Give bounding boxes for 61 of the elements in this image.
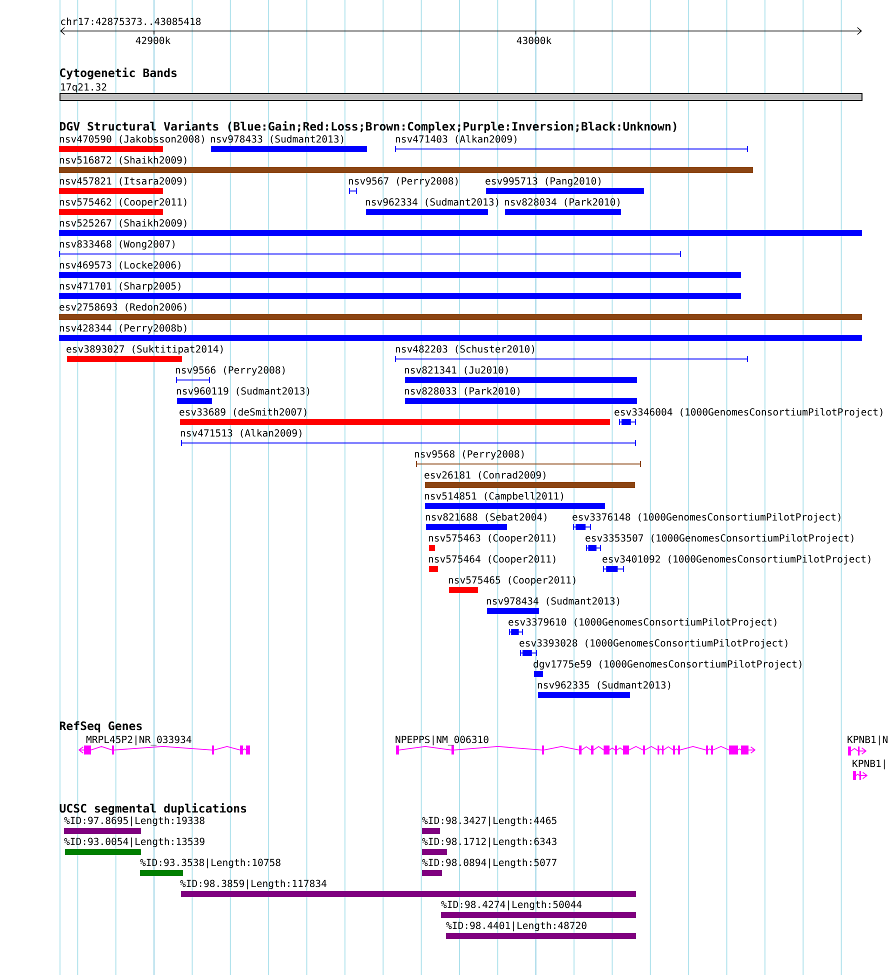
track-title: UCSC segmental duplications [60, 803, 246, 815]
band-label: 17q21.32 [61, 83, 106, 93]
track-title: RefSeq Genes [60, 721, 142, 732]
tick-label: 43000k [516, 36, 552, 44]
variant-label: esv3353507 (1000GenomesConsortiumPilotProject) [586, 534, 854, 544]
variant-label: esv995713 (Pang2010) [486, 177, 601, 187]
variant-label: nsv471701 (Sharp2005) [60, 282, 180, 292]
variant-label: nsv469573 (Locke2006) [60, 261, 180, 270]
variant-label: nsv828033 (Park2010) [404, 387, 520, 396]
duplication-label: %ID:97.8695|Length:19338 [64, 816, 204, 826]
variant-label: esv3376148 (1000GenomesConsortiumPilotProject) [572, 513, 840, 523]
variant-label: esv33689 (deSmith2007) [180, 408, 306, 417]
variant-label: nsv828034 (Park2010) [504, 198, 620, 207]
track-title: DGV Structural Variants (Blue:Gain;Red:Loss;Brown:Complex;Purple:Inversion;Black:Unknown) [60, 121, 676, 133]
variant-label: nsv470590 (Jakobsson2008) [60, 135, 204, 144]
variant-label: esv26181 (Conrad2009) [424, 471, 546, 480]
variant-label: nsv9567 (Perry2008) [348, 177, 458, 187]
coordinate-label: chr17:42875373..43085418 [61, 18, 201, 26]
variant-label: nsv821341 (Ju2010) [404, 366, 508, 375]
variant-label: nsv457821 (Itsara2009) [60, 177, 186, 186]
variant-label: nsv962335 (Sudmant2013) [538, 681, 670, 690]
tick-label: 42900k [136, 36, 170, 44]
variant-label: nsv471513 (Alkan2009) [180, 429, 302, 438]
variant-label: esv3401092 (1000GenomesConsortiumPilotProject) [602, 555, 870, 565]
variant-label: nsv575465 (Cooper2011) [448, 576, 576, 586]
variant-label: nsv575464 (Cooper2011) [428, 555, 556, 565]
variant-label: nsv516872 (Shaikh2009) [60, 156, 186, 165]
variant-label: nsv978434 (Sudmant2013) [486, 597, 620, 606]
duplication-label: %ID:98.0894|Length:5077 [422, 858, 556, 868]
track-title: Cytogenetic Bands [60, 68, 177, 80]
variant-label: nsv428344 (Perry2008b) [60, 324, 186, 334]
variant-label: nsv978433 (Sudmant2013) [210, 135, 344, 144]
variant-label: esv2758693 (Redon2006) [60, 303, 186, 312]
variant-label: dgv1775e59 (1000GenomesConsortiumPilotProject) [534, 660, 802, 670]
variant-label: nsv514851 (Campbell2011) [424, 492, 564, 502]
gene-label: KPNB1|N [848, 736, 888, 746]
variant-label: nsv575462 (Cooper2011) [60, 198, 186, 208]
gene-label: MRPL45P2|NR_033934 [86, 736, 192, 746]
duplication-label: %ID:93.3538|Length:10758 [140, 858, 280, 868]
variant-label: nsv962334 (Sudmant2013) [366, 198, 498, 207]
variant-label: nsv833468 (Wong2007) [60, 240, 175, 250]
duplication-label: %ID:98.4401|Length:48720 [446, 922, 586, 932]
variant-label: esv3346004 (1000GenomesConsortiumPilotProject) [614, 408, 882, 418]
variant-label: nsv960119 (Sudmant2013) [176, 387, 310, 396]
duplication-label: %ID:93.0054|Length:13539 [64, 838, 204, 848]
variant-label: esv3893027 (Suktitipat2014) [66, 345, 223, 355]
variant-label: esv3393028 (1000GenomesConsortiumPilotProject) [520, 639, 788, 649]
variant-label: nsv9566 (Perry2008) [176, 366, 285, 376]
gene-label: NPEPPS|NM_006310 [396, 736, 488, 746]
variant-label: nsv471403 (Alkan2009) [396, 135, 516, 144]
variant-label: nsv525267 (Shaikh2009) [60, 219, 186, 228]
duplication-label: %ID:98.3427|Length:4465 [422, 816, 556, 826]
variant-label: nsv821688 (Sebat2004) [426, 513, 546, 522]
duplication-label: %ID:98.1712|Length:6343 [422, 838, 556, 848]
variant-label: nsv575463 (Cooper2011) [428, 534, 556, 544]
duplication-label: %ID:98.4274|Length:50044 [441, 900, 582, 910]
duplication-label: %ID:98.3859|Length:117834 [180, 880, 326, 890]
gene-label: KPNB1| [852, 760, 885, 770]
variant-label: esv3379610 (1000GenomesConsortiumPilotProject) [508, 618, 776, 628]
variant-label: nsv482203 (Schuster2010) [396, 345, 534, 354]
variant-label: nsv9568 (Perry2008) [414, 450, 524, 460]
